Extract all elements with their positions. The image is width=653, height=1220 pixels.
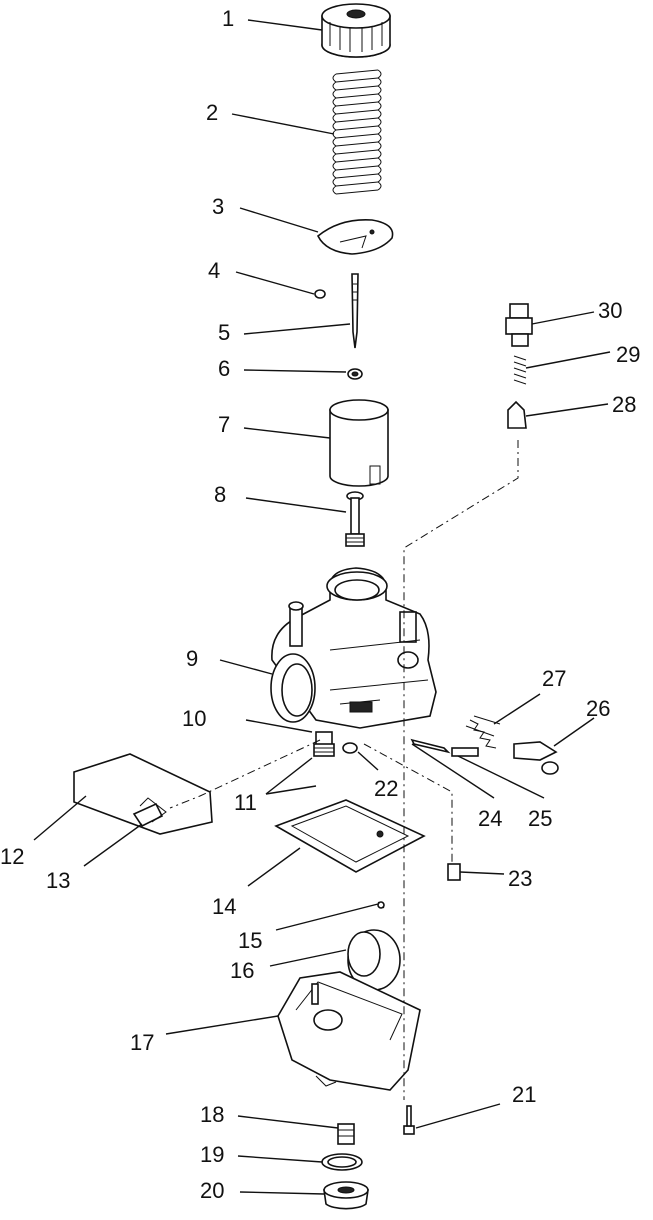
part-30-fitting [505, 303, 533, 347]
callout-8: 8 [214, 482, 226, 507]
callout-13: 13 [46, 868, 70, 893]
callout-17: 17 [130, 1030, 154, 1055]
part-16-float [347, 929, 401, 991]
callout-3: 3 [212, 194, 224, 219]
callout-19: 19 [200, 1142, 224, 1167]
callout-labels: 1 2 3 4 5 6 7 8 9 10 11 12 13 14 15 16 1… [0, 6, 640, 1203]
part-2-spring [332, 69, 382, 195]
callout-4: 4 [208, 258, 220, 283]
part-24-needle [410, 738, 451, 754]
callout-25: 25 [528, 806, 552, 831]
callout-11: 11 [234, 790, 257, 815]
callout-29: 29 [616, 342, 640, 367]
callout-7: 7 [218, 412, 230, 437]
part-18-main-jet [337, 1123, 355, 1145]
part-5-needle [351, 273, 359, 349]
part-15-pin [377, 901, 385, 909]
callout-28: 28 [612, 392, 636, 417]
callout-1: 1 [222, 6, 234, 31]
part-27-spring [465, 715, 501, 749]
part-6-washer [347, 368, 363, 380]
callout-20: 20 [200, 1178, 224, 1203]
callout-15: 15 [238, 928, 262, 953]
callout-30: 30 [598, 298, 622, 323]
callout-5: 5 [218, 320, 230, 345]
part-23-jet [447, 863, 461, 881]
assembly-axis-jet [363, 743, 453, 862]
part-13-float-arm [132, 797, 167, 828]
part-26-pilot-screw [513, 741, 559, 775]
part-22-washer [342, 742, 358, 754]
callout-12: 12 [0, 844, 24, 869]
part-4-clip [314, 289, 326, 299]
part-1-cap [321, 3, 391, 58]
part-3-plate [316, 219, 394, 255]
part-25-screw [451, 747, 479, 757]
part-12-gasket-small [73, 753, 213, 835]
part-9-carburetor-body [270, 567, 437, 729]
assembly-axis-left [169, 739, 321, 809]
callout-9: 9 [186, 646, 198, 671]
assembly-axis-right [403, 440, 519, 1100]
callout-27: 27 [542, 666, 566, 691]
part-8-needle-jet [345, 491, 365, 547]
part-28-nozzle [507, 400, 527, 429]
callout-24: 24 [478, 806, 502, 831]
callout-6: 6 [218, 356, 230, 381]
part-29-spring [513, 355, 527, 385]
part-21-screw [403, 1105, 415, 1135]
callout-16: 16 [230, 958, 254, 983]
part-7-throttle-valve [329, 399, 389, 487]
callout-23: 23 [508, 866, 532, 891]
callout-21: 21 [512, 1082, 536, 1107]
callout-10: 10 [182, 706, 206, 731]
callout-22: 22 [374, 776, 398, 801]
part-14-gasket [274, 799, 426, 873]
callout-14: 14 [212, 894, 236, 919]
part-10-float-valve-seat [313, 731, 335, 757]
callout-2: 2 [206, 100, 218, 125]
leader-lines [33, 19, 611, 1195]
part-20-drain-plug [323, 1181, 369, 1210]
callout-26: 26 [586, 696, 610, 721]
part-17-float-bowl [277, 971, 421, 1091]
part-19-o-ring [321, 1153, 363, 1171]
callout-18: 18 [200, 1102, 224, 1127]
